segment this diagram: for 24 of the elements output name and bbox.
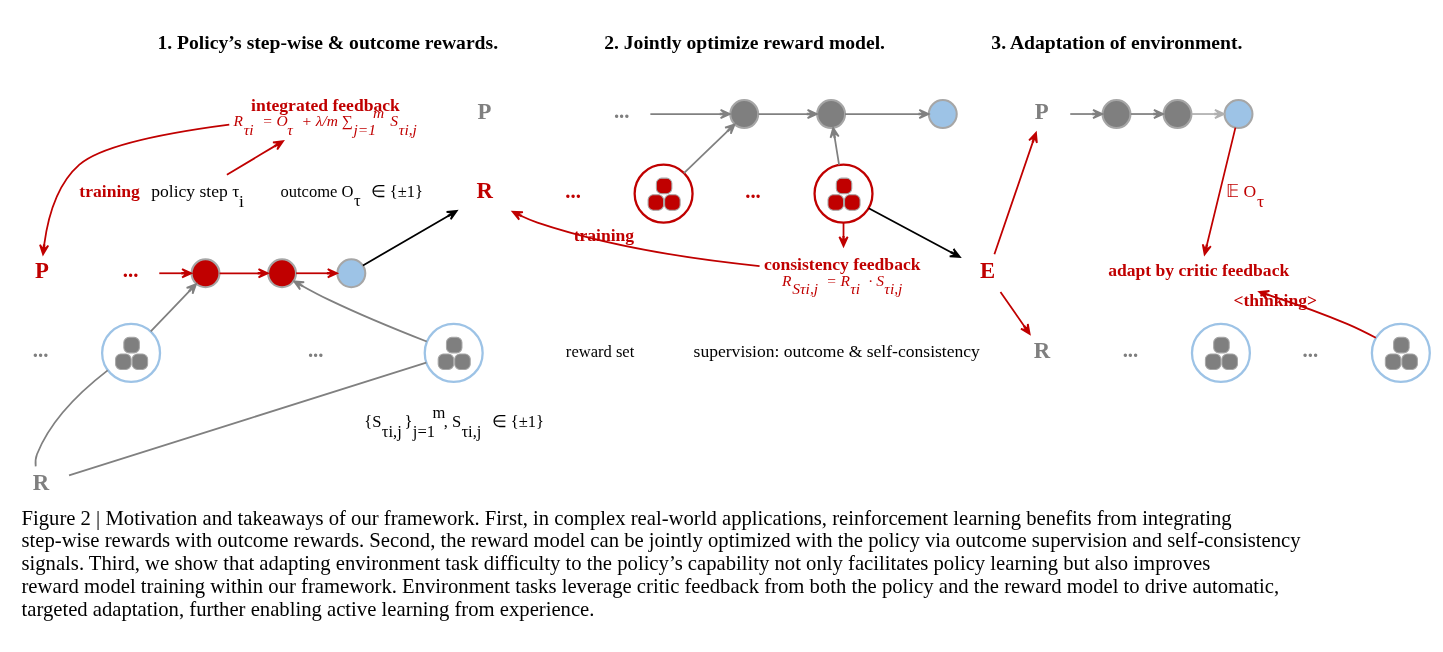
label: ... (307, 339, 324, 362)
node-text: ... (613, 100, 630, 123)
edge-label: training (79, 180, 140, 201)
node-text: R (32, 469, 50, 495)
label: ... (745, 179, 761, 202)
label: 3. Adaptation of environment. (991, 30, 1243, 53)
node-text: R (476, 178, 493, 204)
label: 1. Policy’s step-wise & outcome rewards. (157, 30, 499, 53)
label: ... (1302, 339, 1319, 362)
label: P (477, 98, 492, 124)
edge-label: training (573, 225, 635, 246)
label: ... (32, 339, 49, 362)
node-text: E (980, 258, 996, 284)
label: ... (565, 179, 581, 202)
node-text: P (34, 258, 49, 284)
caption: Figure 2 | Motivation and takeaways of our framework. First, in complex real-world applications, reinforcement learning benefits from integrating step-wise rewards with outcome rewards. Second, the reward model can be jointly optimized with the policy via outcome supervision and self-consistency signals. Third, we show that adapting environment task difficulty to the policy’s capability not only facilitates policy learning but also improves reward model training within our framework. Environment tasks leverage critic feedback from both the policy and the reward model to drive automatic, targeted adaptation, further enabling active learning from experience. (21, 506, 1301, 620)
node-text: ... (122, 259, 139, 282)
node-label: reward set (565, 341, 635, 361)
label: supervision: outcome & self-consistency (693, 341, 980, 362)
node-text: P (1034, 98, 1049, 124)
label: 2. Jointly optimize reward model. (604, 30, 886, 53)
node-text: R (1033, 337, 1051, 363)
label: ... (1122, 339, 1139, 362)
node-text: adapt by critic feedback (1108, 260, 1290, 281)
